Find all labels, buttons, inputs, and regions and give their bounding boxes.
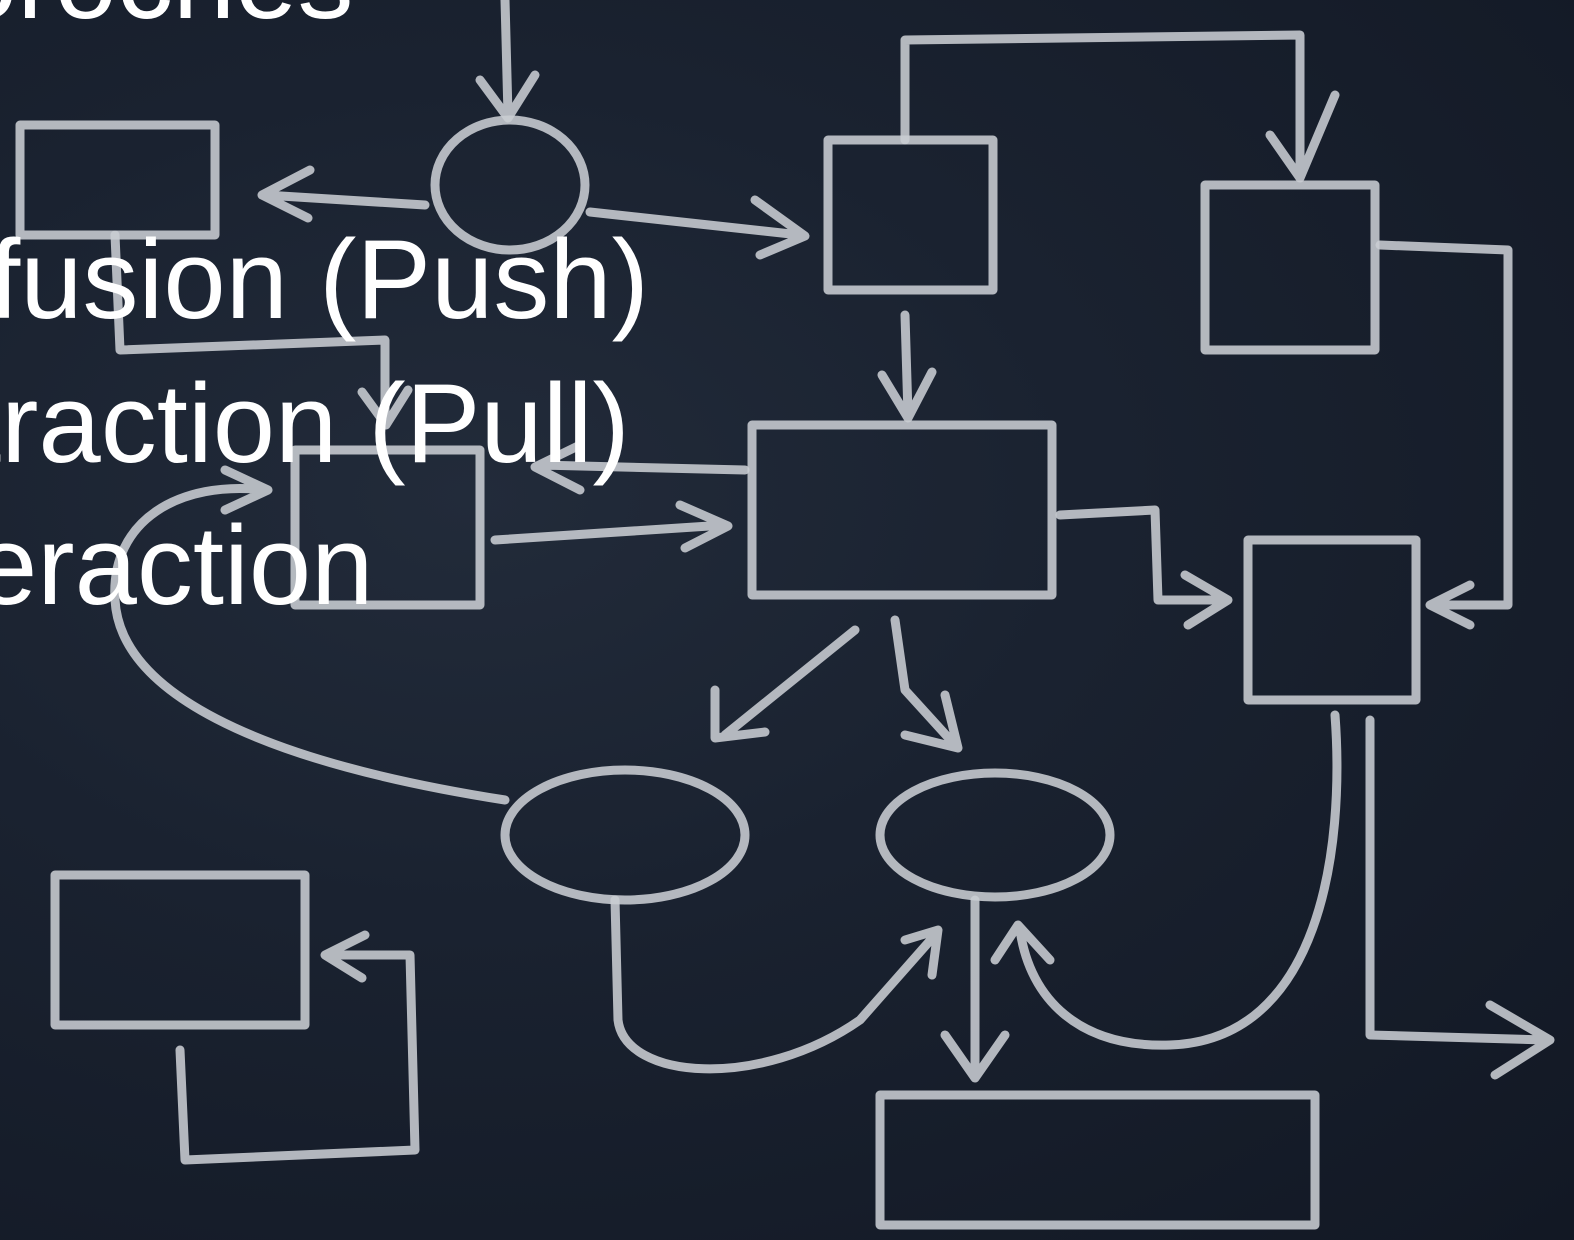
node-circle [430, 115, 590, 255]
arrow-down-top [475, 0, 540, 123]
box-bottom-left [50, 870, 310, 1030]
box-bottom [875, 1090, 1320, 1230]
connector-top-loop [900, 30, 1340, 183]
box-mid-left [290, 445, 485, 610]
box-right [1243, 535, 1421, 705]
slide-title-line: oroches [0, 0, 353, 36]
arrow-left-2 [530, 440, 750, 495]
connector-right [1375, 240, 1513, 630]
bullet-diffusion: ffusion (Push) [0, 217, 649, 342]
curve-right [990, 710, 1342, 1050]
arrow-right-2 [490, 500, 733, 553]
arrow-down-bottom [940, 895, 1010, 1083]
arrow-right-3 [1055, 505, 1233, 630]
bullet-extraction: traction (Pull) [0, 361, 630, 486]
node-oval-right [875, 768, 1115, 902]
arrow-down-center [877, 310, 937, 423]
curve-left-oval [610, 895, 943, 1074]
arrow-down-right [890, 615, 963, 753]
connector-left [110, 230, 413, 430]
arrow-exit-right [1365, 715, 1555, 1080]
node-oval-left [500, 765, 750, 905]
box-center [747, 420, 1057, 600]
curve-feedback [110, 465, 510, 805]
arrow-left-1 [257, 165, 430, 223]
box-top-right [1200, 180, 1380, 355]
connector-bottom-left [175, 930, 420, 1165]
arrow-down-left [710, 625, 860, 743]
bullet-interaction: eraction [0, 503, 374, 628]
arrow-right-1 [585, 195, 810, 260]
box-top-center [823, 135, 998, 295]
